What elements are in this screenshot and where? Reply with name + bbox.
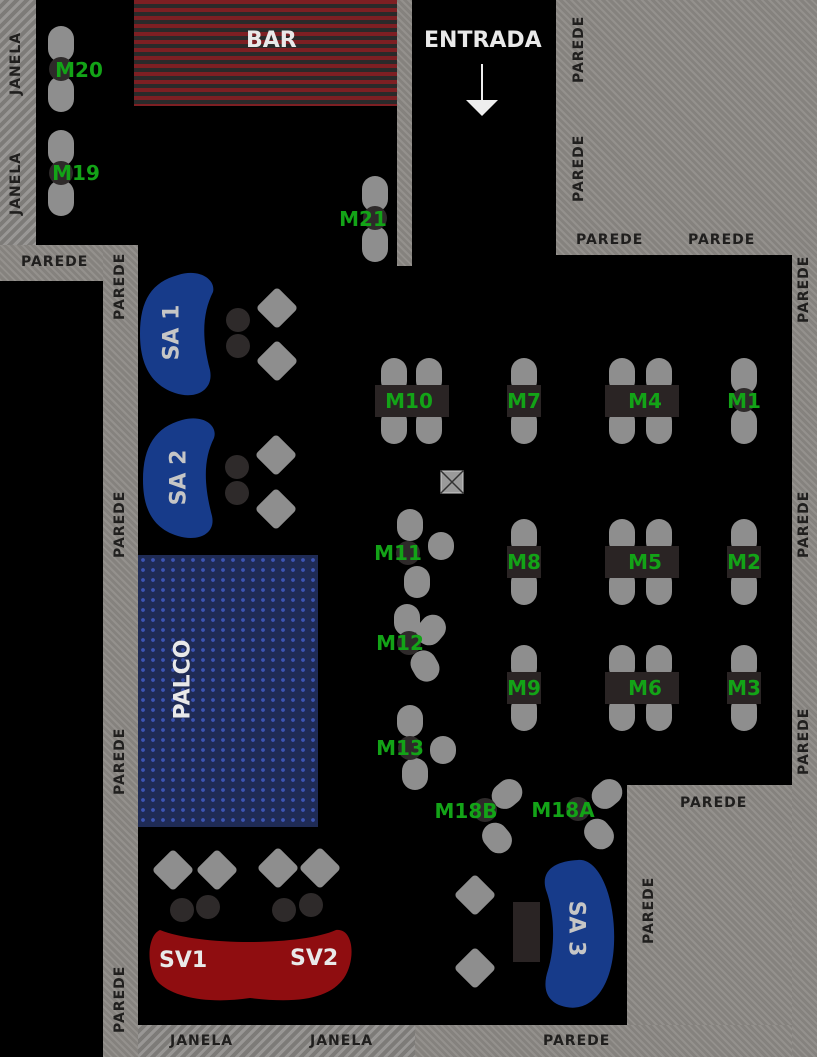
label-m18a[interactable]: M18A <box>531 798 595 822</box>
wall-parede-bottom-right-block <box>627 785 792 1025</box>
stool-sv-1 <box>170 898 194 922</box>
sofa-sa2 <box>143 418 215 538</box>
chair <box>48 26 74 62</box>
label-entrada: ENTRADA <box>424 28 542 53</box>
table-m13-top <box>398 736 422 760</box>
stool-sa2-a <box>225 455 249 479</box>
table-m18a-top <box>566 797 590 821</box>
stool-sa1-a <box>226 308 250 332</box>
stage-palco <box>138 555 318 827</box>
label-bar: BAR <box>246 28 297 53</box>
label-sa2: SA 2 <box>166 449 192 506</box>
label-m20[interactable]: M20 <box>55 58 103 82</box>
stool-sv-2 <box>196 895 220 919</box>
label-m18b[interactable]: M18B <box>434 799 498 823</box>
chair <box>430 736 456 764</box>
sofa-sv1-sv2 <box>149 929 352 1001</box>
label-janela-bottom-2: JANELA <box>310 1033 374 1049</box>
label-m21[interactable]: M21 <box>339 207 387 231</box>
label-m9[interactable]: M9 <box>507 676 541 700</box>
stool-sa2-b <box>225 481 249 505</box>
table-m6-top <box>605 672 679 704</box>
label-m11[interactable]: M11 <box>374 541 422 565</box>
table-m19-top <box>49 161 73 185</box>
sofa-sa1 <box>140 272 214 396</box>
label-parede-top-right-4: PAREDE <box>688 232 756 248</box>
label-sv2: SV2 <box>290 946 339 971</box>
label-m19[interactable]: M19 <box>52 161 100 185</box>
chair <box>731 408 757 444</box>
table-m10-top <box>375 385 449 417</box>
label-m8[interactable]: M8 <box>507 550 541 574</box>
table-m7-top <box>507 385 541 417</box>
label-m10[interactable]: M10 <box>385 389 433 413</box>
label-m2[interactable]: M2 <box>727 550 761 574</box>
label-m6[interactable]: M6 <box>628 676 662 700</box>
table-m11-top <box>396 541 420 565</box>
chair <box>402 758 428 790</box>
stool-sa1-b <box>226 334 250 358</box>
sofa-sa3 <box>544 859 615 1008</box>
label-janela-bottom-1: JANELA <box>170 1033 234 1049</box>
table-m8-top <box>507 546 541 578</box>
table-m5-top <box>605 546 679 578</box>
wall-parede-left-vertical <box>103 245 138 1057</box>
table-m20-top <box>49 57 73 81</box>
table-m9-top <box>507 672 541 704</box>
chair <box>428 532 454 560</box>
table-m2-top <box>727 546 761 578</box>
label-m13[interactable]: M13 <box>376 736 424 760</box>
label-sa3: SA 3 <box>563 900 589 957</box>
chair <box>397 509 423 541</box>
table-m18b-top <box>473 798 497 822</box>
chair <box>397 705 423 737</box>
wall-window-bottom <box>138 1025 415 1057</box>
table-m3-top <box>727 672 761 704</box>
wall-parede-bottom <box>415 1025 792 1057</box>
entrance-arrow-icon <box>466 64 498 116</box>
label-parede-top-right-3: PAREDE <box>576 232 644 248</box>
wall-parede-right-vertical <box>792 255 817 1057</box>
chair <box>48 180 74 216</box>
table-m1-top <box>732 388 756 412</box>
label-m7[interactable]: M7 <box>507 389 541 413</box>
stool-sv-4 <box>299 893 323 917</box>
label-m5[interactable]: M5 <box>628 550 662 574</box>
label-sa1: SA 1 <box>159 304 185 361</box>
chair <box>362 226 388 262</box>
label-m3[interactable]: M3 <box>727 676 761 700</box>
wall-parede-top-right <box>556 0 817 255</box>
wall-bar-entrance-divider <box>397 0 412 266</box>
table-m12-top <box>397 631 421 655</box>
label-palco: PALCO <box>170 639 196 720</box>
chair <box>48 130 74 166</box>
wall-window-left-top <box>0 0 36 245</box>
label-sv1: SV1 <box>159 948 208 973</box>
table-m4-top <box>605 385 679 417</box>
table-sa3 <box>513 902 540 962</box>
chair <box>404 566 430 598</box>
stool-sv-3 <box>272 898 296 922</box>
pillar-marker-icon <box>440 470 464 494</box>
chair <box>48 76 74 112</box>
label-m12[interactable]: M12 <box>376 631 424 655</box>
label-m1[interactable]: M1 <box>727 389 761 413</box>
label-m4[interactable]: M4 <box>628 389 662 413</box>
label-parede-top-left: PAREDE <box>21 254 89 270</box>
label-parede-right-block-top: PAREDE <box>680 795 748 811</box>
table-m21-top <box>363 206 387 230</box>
bar-counter <box>134 0 397 106</box>
label-parede-bottom: PAREDE <box>543 1033 611 1049</box>
